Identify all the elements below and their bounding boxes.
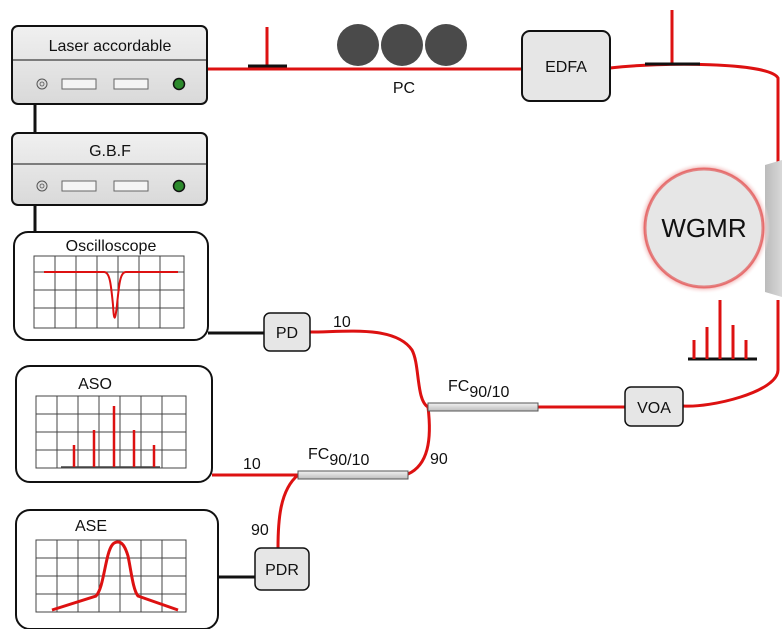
aso-device[interactable]: ASO [15,365,213,483]
oscilloscope-device[interactable]: Oscilloscope [13,231,209,341]
voa-label: VOA [637,400,671,417]
ase-spectrum-trace [51,540,179,612]
wgmr-resonator [643,167,765,289]
frequency-comb-icon [688,300,757,361]
gbf-device[interactable]: G.B.F [11,132,208,206]
ase-device[interactable]: ASE [15,509,219,629]
fiber-edfa-to-prism [609,62,780,200]
coupler-1-label: FC90/10 [448,378,509,401]
power-icon-inner [39,183,45,189]
pulse-marker-2 [645,10,700,66]
port-label-upper-90: 90 [430,451,448,468]
pdr-label: PDR [265,562,299,579]
laser-title: Laser accordable [49,38,172,55]
gbf-slot-1 [61,180,97,192]
status-led-icon [172,179,186,193]
aso-spectrum [61,406,160,468]
wgmr-component: WGMR [638,160,782,297]
ase-screen [35,539,187,613]
pdr-component[interactable]: PDR [254,547,310,591]
pulse-marker-1 [248,27,287,68]
laser-slot-2 [113,78,149,90]
fiber-coupler-2: FC90/10 [297,446,409,480]
pc-paddle-1 [337,24,379,66]
power-icon[interactable] [36,180,48,192]
laser-slot-1 [61,78,97,90]
status-led-icon [172,77,186,91]
fiber-coupler-1: FC90/10 [427,378,539,412]
fiber-coupler1-90-to-coupler2 [407,406,431,476]
pc-component: PC [337,24,467,97]
pc-label: PC [393,80,415,97]
aso-title: ASO [78,376,112,393]
ase-title: ASE [75,518,107,535]
coupler-2-label: FC90/10 [308,446,369,469]
fiber-coupler1-10-to-pd [309,329,430,409]
aso-screen [35,395,187,469]
edfa-label: EDFA [545,59,587,76]
port-label-aso-10: 10 [243,456,261,473]
fiber-coupler2-to-pdr [276,473,300,549]
port-label-pd-10: 10 [333,314,351,331]
electrical-wires [33,105,264,579]
port-label-pdr-90: 90 [251,522,269,539]
laser-device[interactable]: Laser accordable [11,25,208,105]
edfa-component[interactable]: EDFA [521,30,611,102]
pd-label: PD [276,325,298,342]
pc-paddle-3 [425,24,467,66]
oscilloscope-trace [44,271,178,319]
power-icon[interactable] [36,78,48,90]
power-icon-inner [39,81,45,87]
oscilloscope-title: Oscilloscope [66,238,157,255]
pd-component[interactable]: PD [263,312,311,352]
fiber-prism-to-voa [682,300,780,408]
fiber-paths [207,62,780,549]
gbf-title: G.B.F [89,143,131,160]
oscilloscope-screen [33,255,185,329]
pc-paddle-2 [381,24,423,66]
coupling-prism [765,160,782,297]
voa-component[interactable]: VOA [624,386,684,427]
wgmr-label: WGMR [661,213,746,243]
gbf-slot-2 [113,180,149,192]
